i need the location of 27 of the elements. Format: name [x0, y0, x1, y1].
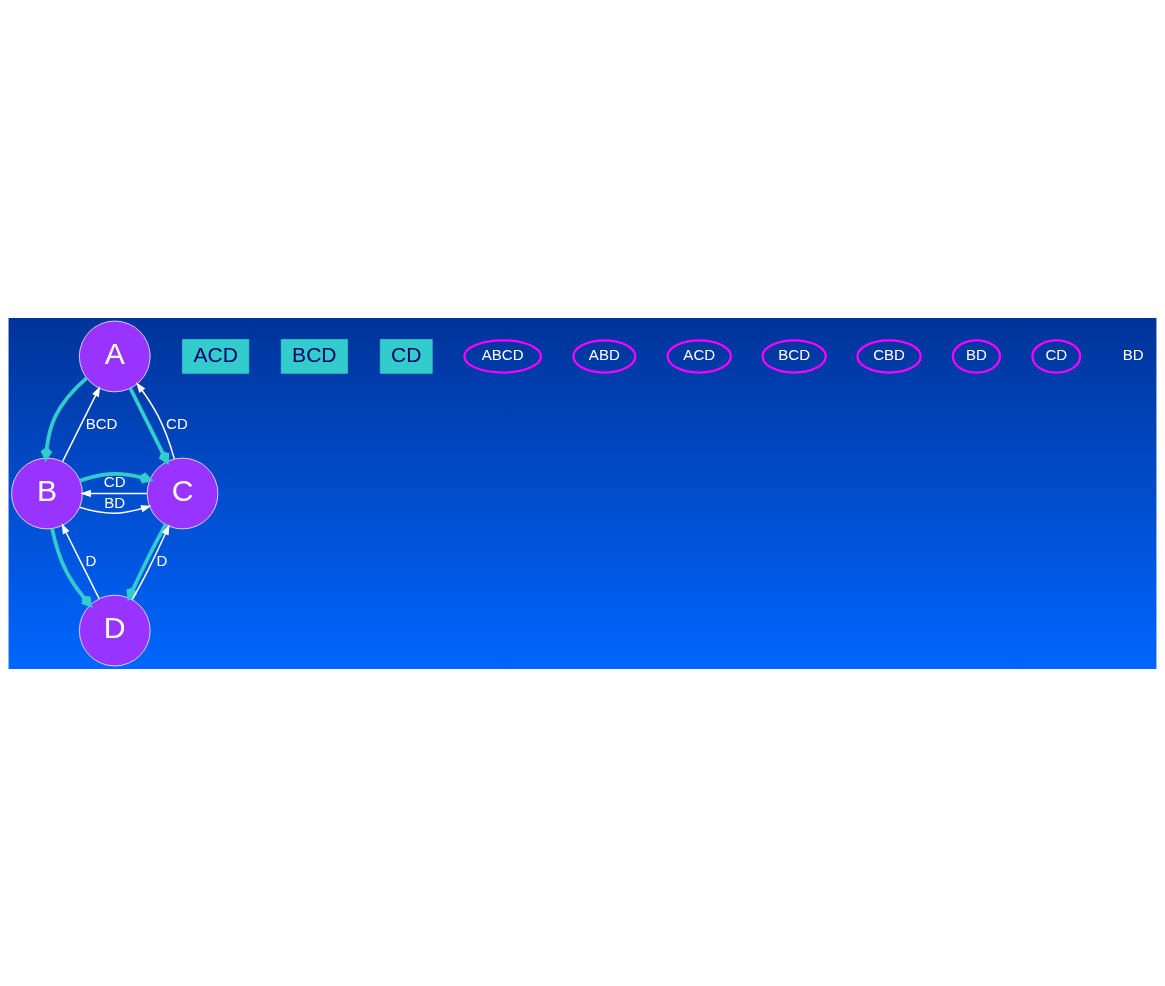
- edge-label: BD: [104, 493, 126, 511]
- node-ellipse: ABCD: [463, 338, 543, 374]
- arrow: [78, 504, 152, 514]
- arrow: [61, 522, 100, 599]
- node-ellipse: BD: [951, 338, 1002, 374]
- arrow: [128, 386, 170, 464]
- node-box: BCD: [280, 338, 348, 374]
- node-ellipse: BCD: [761, 338, 827, 374]
- node-circle: C: [146, 457, 219, 529]
- edge-label: D: [156, 551, 168, 569]
- node-box: CD: [379, 338, 433, 374]
- arrow: [136, 381, 176, 460]
- arrow: [61, 385, 101, 462]
- edge-label: D: [85, 551, 97, 569]
- node-ellipse: ACD: [666, 338, 732, 374]
- node-ellipse: CD: [1031, 338, 1082, 374]
- edge-label: CD: [103, 472, 126, 490]
- label: BD: [1122, 345, 1144, 363]
- node-circle: B: [11, 457, 83, 529]
- arrow: [80, 489, 148, 497]
- node-ellipse: ABD: [572, 338, 637, 374]
- edge-label: BCD: [85, 414, 118, 432]
- arrow: [40, 376, 88, 460]
- node-box: ACD: [182, 338, 250, 374]
- node-ellipse: CBD: [856, 338, 922, 374]
- arrow: [50, 527, 92, 607]
- edge-label: CD: [166, 414, 188, 432]
